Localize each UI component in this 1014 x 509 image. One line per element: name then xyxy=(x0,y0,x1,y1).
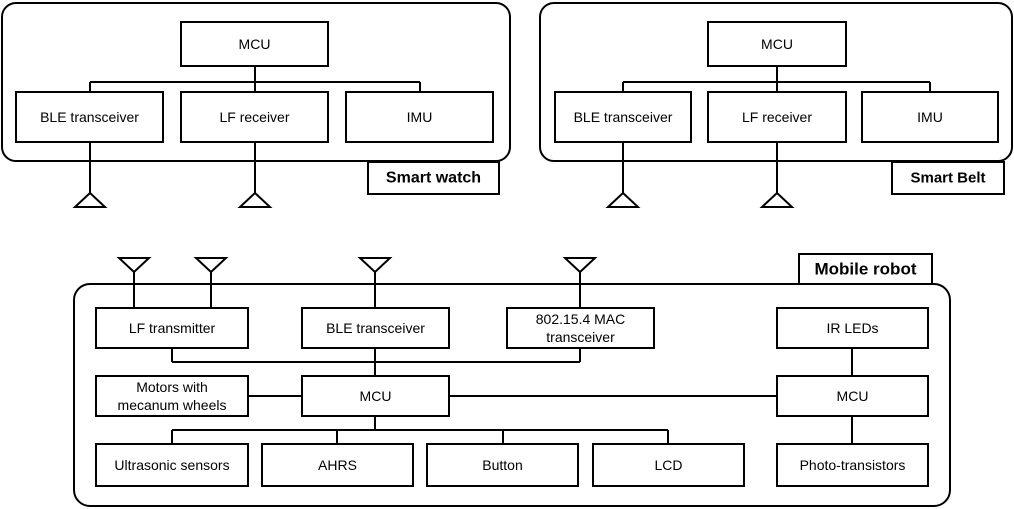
mac-transceiver-box: 802.15.4 MAC transceiver xyxy=(506,307,655,349)
robot-ble-label: BLE transceiver xyxy=(326,320,425,336)
photo-transistors-box: Photo-transistors xyxy=(776,443,929,487)
antenna-icon xyxy=(759,191,795,208)
motors-label-line1: Motors with xyxy=(136,379,208,395)
smart-belt-lf-receiver-box: LF receiver xyxy=(707,91,847,143)
mobile-robot-group: Mobile robot LF transm xyxy=(73,253,951,507)
smart-belt-ble-label: BLE transceiver xyxy=(574,109,673,125)
secondary-mcu-label: MCU xyxy=(837,388,869,404)
antenna-icon xyxy=(562,257,598,274)
antenna-icon xyxy=(72,191,108,208)
antenna-icon xyxy=(605,191,641,208)
photo-transistors-label: Photo-transistors xyxy=(800,457,906,473)
antenna-icon xyxy=(237,191,273,208)
smart-belt-label-box: Smart Belt xyxy=(891,161,1005,195)
antenna-icon xyxy=(116,257,152,274)
button-box: Button xyxy=(426,443,579,487)
motors-box: Motors with mecanum wheels xyxy=(95,375,249,417)
lf-transmitter-label: LF transmitter xyxy=(129,320,216,336)
smart-belt-ble-box: BLE transceiver xyxy=(554,91,692,143)
button-label: Button xyxy=(482,457,522,473)
mobile-robot-label-box: Mobile robot xyxy=(798,253,933,285)
smart-watch-imu-label: IMU xyxy=(407,109,433,125)
ir-leds-box: IR LEDs xyxy=(776,307,929,349)
smart-belt-mcu-box: MCU xyxy=(707,21,847,67)
ahrs-box: AHRS xyxy=(261,443,414,487)
smart-belt-lf-receiver-label: LF receiver xyxy=(742,109,812,125)
smart-watch-mcu-box: MCU xyxy=(180,21,329,67)
mobile-robot-title: Mobile robot xyxy=(815,260,917,279)
smart-watch-lf-receiver-box: LF receiver xyxy=(180,91,329,143)
secondary-mcu-box: MCU xyxy=(776,375,929,417)
smart-watch-title: Smart watch xyxy=(386,170,481,187)
robot-ble-box: BLE transceiver xyxy=(301,307,450,349)
smart-belt-imu-label: IMU xyxy=(917,109,943,125)
ir-leds-label: IR LEDs xyxy=(826,320,878,336)
smart-belt-imu-box: IMU xyxy=(861,91,999,143)
lf-transmitter-box: LF transmitter xyxy=(95,307,249,349)
smart-watch-imu-box: IMU xyxy=(345,91,494,143)
antenna-icon xyxy=(357,257,393,274)
smart-belt-group: MCU BLE transceiver LF receiver IMU Smar… xyxy=(539,2,1013,208)
smart-watch-label-box: Smart watch xyxy=(367,161,500,195)
motors-label-line2: mecanum wheels xyxy=(118,397,227,413)
smart-watch-group: MCU BLE transceiver LF receiver IMU Smar… xyxy=(1,2,511,208)
ultrasonic-box: Ultrasonic sensors xyxy=(95,443,249,487)
antenna-icon xyxy=(193,257,229,274)
smart-watch-ble-box: BLE transceiver xyxy=(15,91,164,143)
smart-watch-lf-receiver-label: LF receiver xyxy=(219,109,289,125)
lcd-label: LCD xyxy=(654,457,682,473)
mac-transceiver-label-line1: 802.15.4 MAC xyxy=(536,311,626,327)
smart-belt-mcu-label: MCU xyxy=(761,36,793,52)
robot-mcu-box: MCU xyxy=(301,375,450,417)
lcd-box: LCD xyxy=(592,443,745,487)
ultrasonic-label: Ultrasonic sensors xyxy=(114,457,229,473)
smart-watch-ble-label: BLE transceiver xyxy=(40,109,139,125)
smart-belt-title: Smart Belt xyxy=(910,170,985,187)
robot-mcu-label: MCU xyxy=(360,388,392,404)
ahrs-label: AHRS xyxy=(318,457,357,473)
smart-watch-mcu-label: MCU xyxy=(239,36,271,52)
mac-transceiver-label-line2: transceiver xyxy=(546,329,615,345)
mobile-robot-frame xyxy=(73,283,951,507)
